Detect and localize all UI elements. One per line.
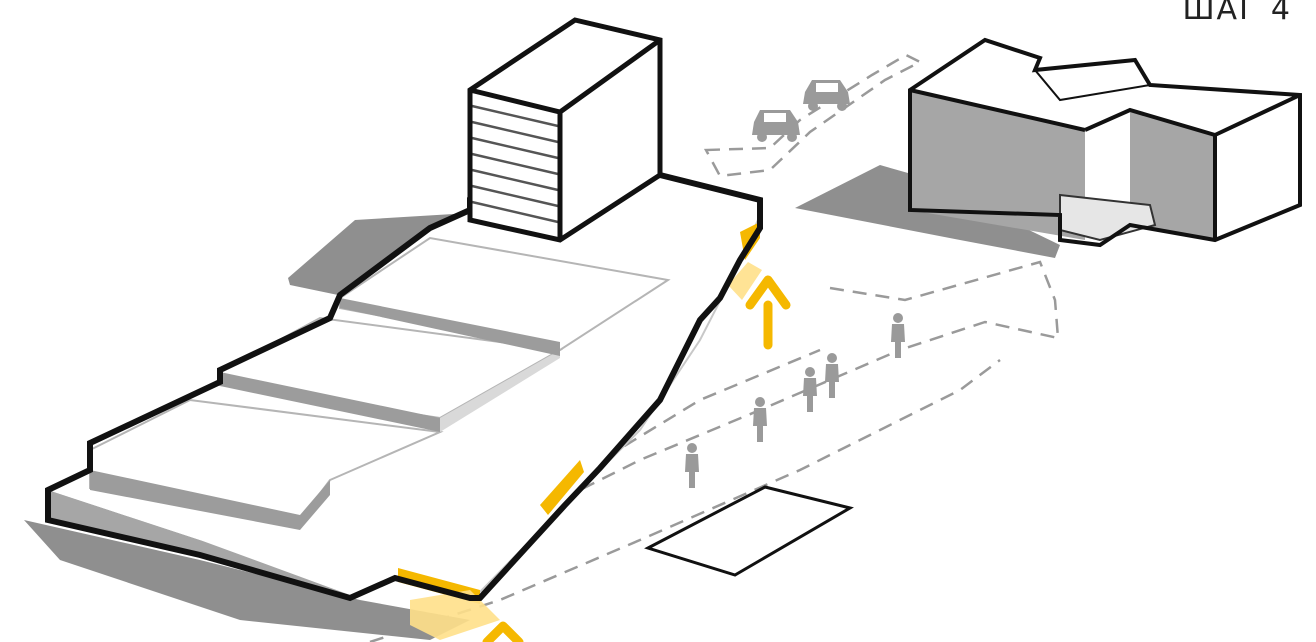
terrace-3-edge bbox=[340, 298, 560, 356]
hall-building bbox=[908, 37, 1302, 248]
accent-ground bbox=[410, 262, 762, 640]
tower-outline bbox=[467, 17, 663, 243]
podium-building bbox=[45, 171, 763, 640]
plot-outline bbox=[644, 485, 854, 577]
terrace-1-edge bbox=[90, 470, 330, 530]
hall-side bbox=[1215, 95, 1300, 240]
step-label: ШАГ 4 bbox=[1182, 0, 1292, 27]
pedestrian-icon bbox=[803, 367, 817, 412]
pedestrian-icon bbox=[825, 353, 839, 398]
pedestrian-route-bottom bbox=[369, 359, 1001, 642]
car-icon bbox=[803, 80, 850, 111]
podium-outline bbox=[45, 171, 763, 602]
up-arrow-icon bbox=[745, 275, 791, 350]
tower bbox=[467, 17, 663, 243]
terrace-2-edge bbox=[220, 372, 440, 432]
pedestrian-icon bbox=[891, 313, 905, 358]
pedestrian-icon bbox=[685, 443, 699, 488]
accent-strip-mid bbox=[540, 460, 584, 515]
hall-outline bbox=[908, 37, 1302, 248]
dashed-paths bbox=[369, 53, 1060, 642]
tower-floor-lines bbox=[471, 104, 559, 224]
hall-front-left bbox=[910, 90, 1085, 240]
up-arrow-icon bbox=[482, 621, 524, 642]
pedestrians bbox=[685, 313, 905, 488]
tower-top bbox=[470, 20, 660, 112]
accent-ground-lower bbox=[410, 590, 500, 640]
terrace-2-side bbox=[440, 350, 560, 432]
car-icon bbox=[752, 110, 800, 142]
pedestrian-route-upper bbox=[829, 260, 1060, 352]
podium-shadow-lower bbox=[24, 520, 470, 640]
pedestrian-icon bbox=[753, 397, 767, 442]
accent-ground-upper bbox=[728, 262, 762, 300]
vehicle-route bbox=[703, 53, 923, 178]
